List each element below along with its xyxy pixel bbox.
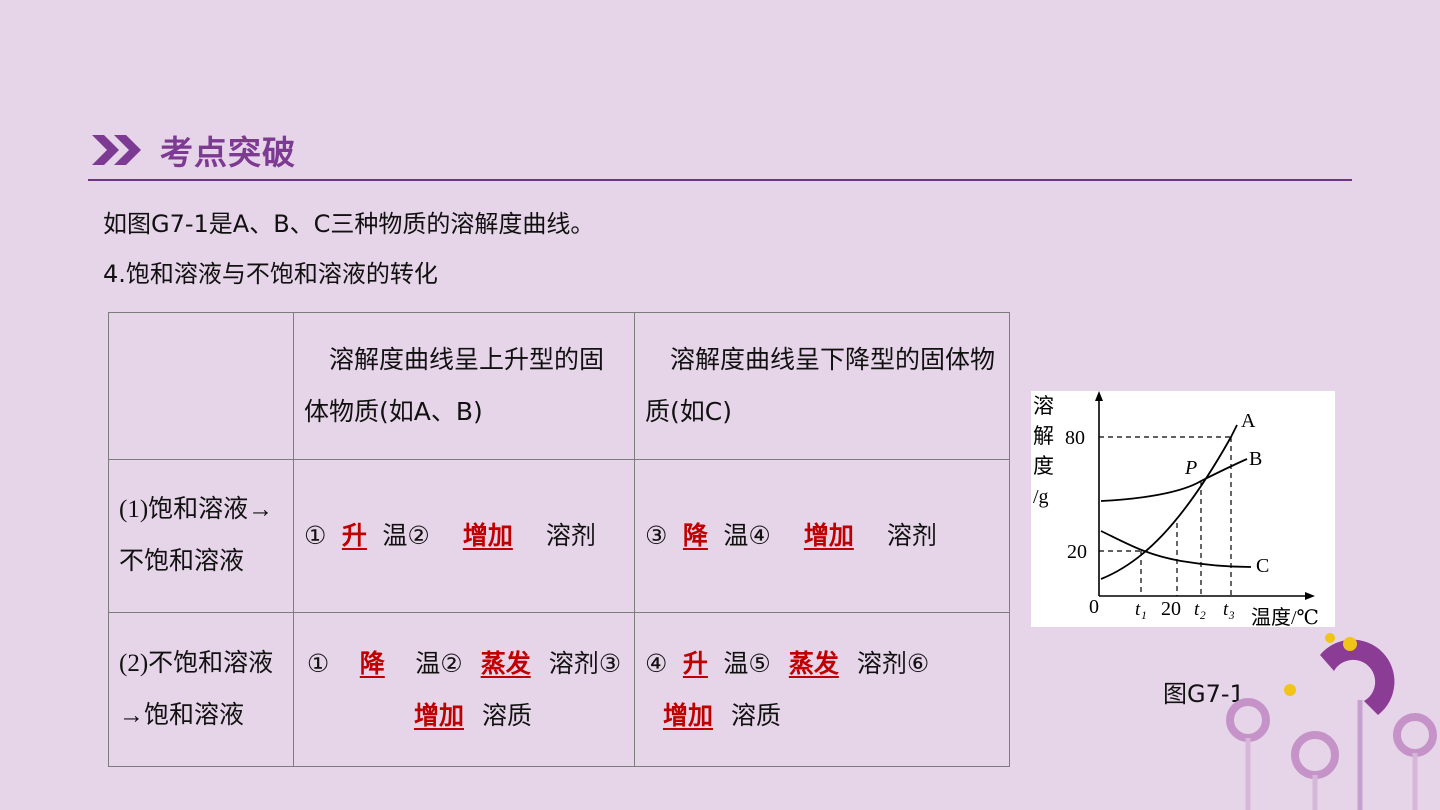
conversion-table: 溶解度曲线呈上升型的固体物质(如A、B) 溶解度曲线呈下降型的固体物质(如C) … (108, 312, 1010, 767)
subtitle-text: 4.饱和溶液与不饱和溶液的转化 (103, 260, 438, 288)
answer-blank: 蒸发 (788, 648, 839, 678)
x-axis-label: 温度/℃ (1251, 606, 1319, 627)
y-tick-label: 20 (1067, 541, 1087, 563)
answer-blank: 升 (682, 648, 708, 678)
curve-b (1100, 458, 1248, 502)
x-tick-label: t₃ (1223, 599, 1235, 620)
y-label-char: 解 (1033, 424, 1054, 448)
answer-blank: 增加 (462, 521, 513, 550)
answer-blank: 升 (341, 521, 367, 550)
y-label-char: 度 (1033, 454, 1054, 478)
row-label-unsaturated-to-saturated: (2)不饱和溶液→饱和溶液 (108, 612, 294, 767)
curve-c (1100, 530, 1252, 568)
x-tick-label: t₁ (1135, 599, 1147, 620)
intro-text: 如图G7-1是A、B、C三种物质的溶解度曲线。 (103, 210, 595, 238)
header-divider (88, 179, 1352, 181)
section-header: 考点突破 (92, 128, 296, 172)
flower-decoration-icon (1226, 633, 1437, 810)
table-corner-cell (108, 312, 294, 460)
y-axis-arrow-icon (1095, 391, 1103, 401)
answer-blank: 增加 (803, 521, 854, 550)
x-tick-label: t₂ (1194, 599, 1206, 620)
curve-label-c: C (1256, 555, 1269, 577)
header-falling-type: 溶解度曲线呈下降型的固体物质(如C) (634, 312, 1010, 460)
answer-blank: 降 (682, 521, 708, 550)
header-rising-type: 溶解度曲线呈上升型的固体物质(如A、B) (293, 312, 635, 460)
curve-a (1100, 424, 1238, 580)
x-tick-label: 20 (1161, 598, 1181, 620)
x-axis-arrow-icon (1305, 592, 1315, 600)
intersection-point-label: P (1184, 457, 1197, 479)
table-header-row: 溶解度曲线呈上升型的固体物质(如A、B) 溶解度曲线呈下降型的固体物质(如C) (108, 312, 1010, 460)
y-label-char: /g (1033, 486, 1049, 508)
answer-blank: 降 (359, 648, 385, 678)
origin-label: 0 (1089, 596, 1099, 618)
answer-blank: 蒸发 (480, 648, 531, 678)
y-label-char: 溶 (1033, 394, 1054, 418)
y-tick-label: 80 (1065, 427, 1085, 449)
curve-label-b: B (1249, 448, 1262, 470)
row-label-saturated-to-unsaturated: (1)饱和溶液→不饱和溶液 (108, 459, 294, 613)
figure-caption: 图G7-1 (1163, 680, 1245, 708)
double-chevron-icon (92, 135, 141, 165)
curve-label-a: A (1241, 410, 1256, 432)
section-title: 考点突破 (160, 133, 296, 172)
solubility-curve-figure: 溶 解 度 /g 80 20 0 t₁ 20 t₂ t₃ 温度/℃ A B C … (1033, 391, 1319, 629)
answer-blank: 增加 (662, 700, 713, 730)
solubility-graph: 溶 解 度 /g 80 20 0 t₁ 20 t₂ t₃ 温度/℃ A B C … (1031, 391, 1335, 629)
answer-blank: 增加 (413, 700, 464, 730)
